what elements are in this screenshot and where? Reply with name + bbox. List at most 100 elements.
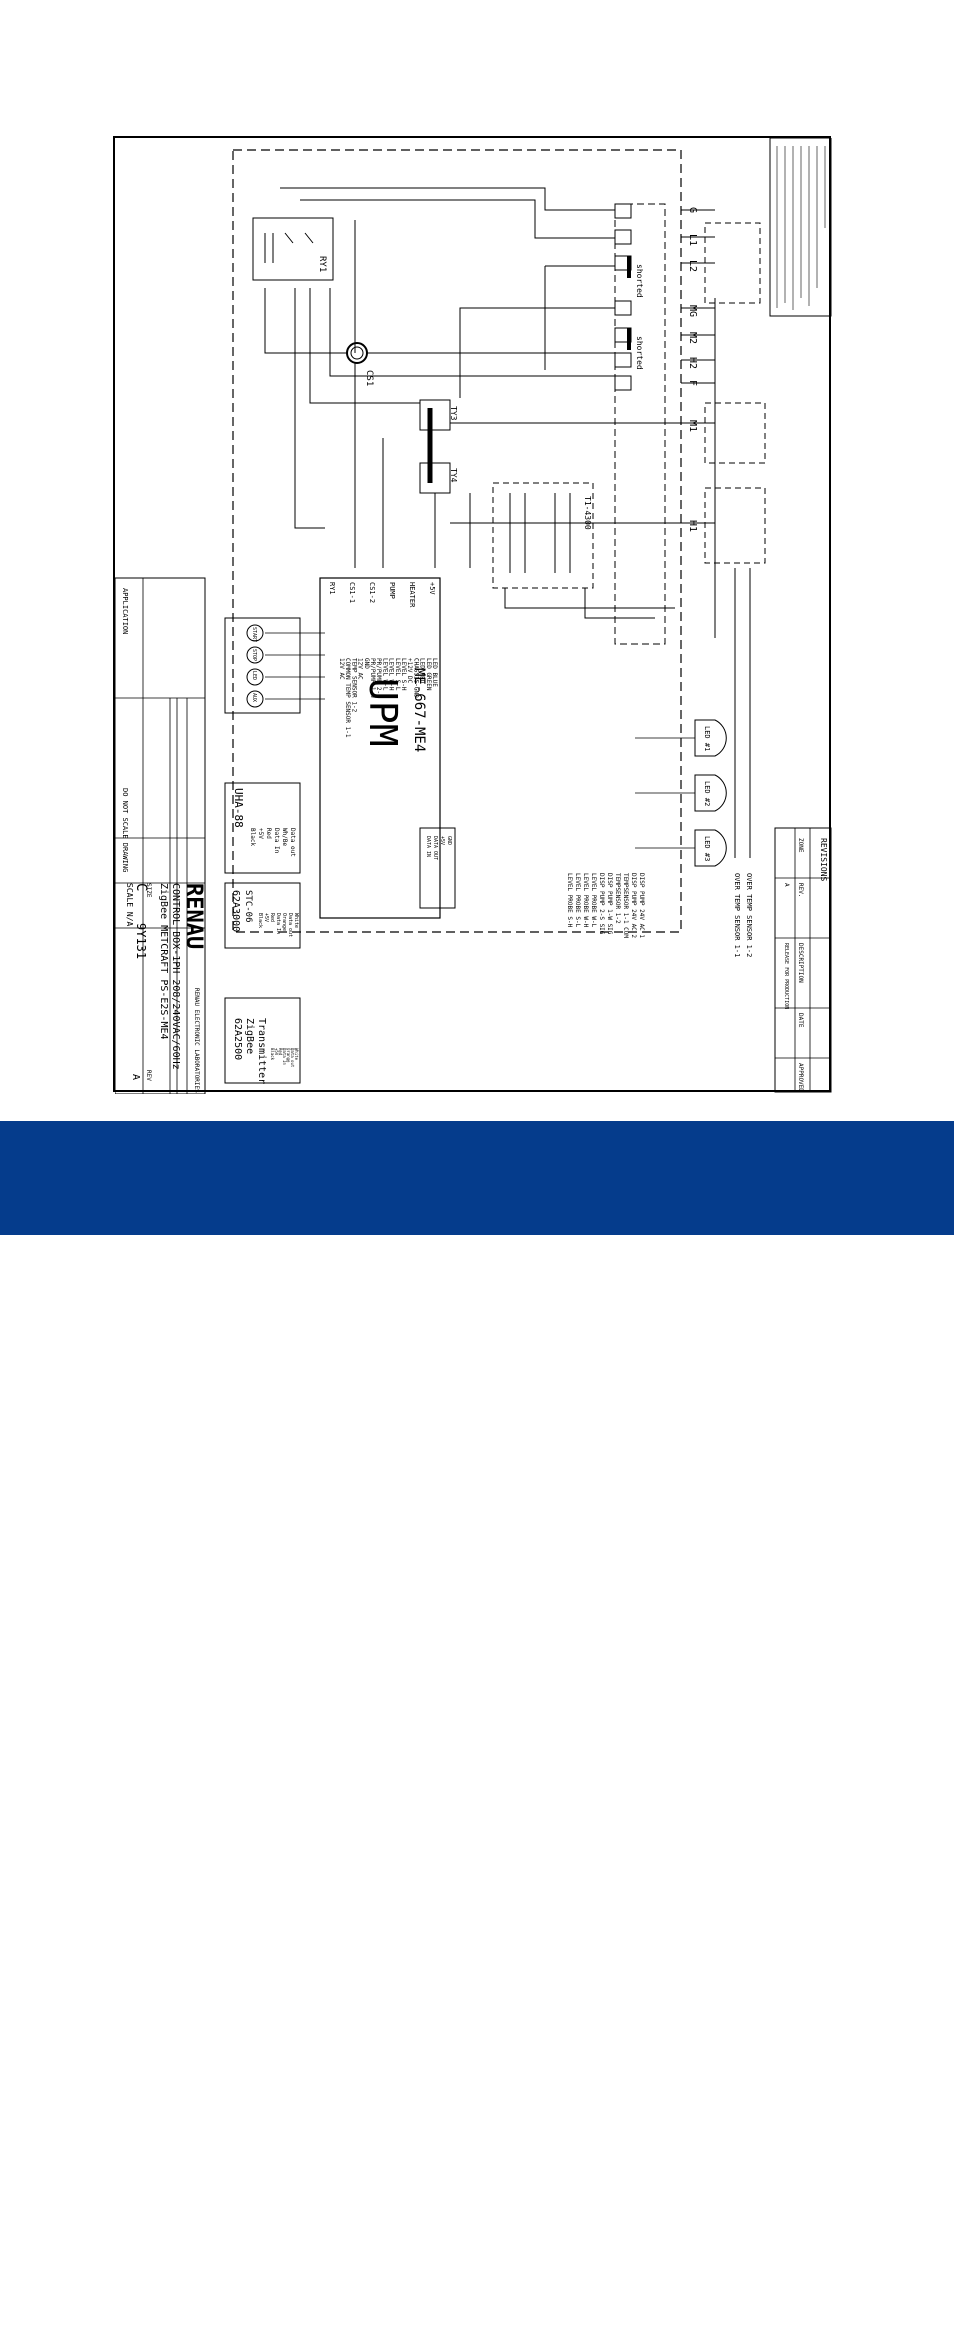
led-display-pin: +5V bbox=[263, 913, 269, 922]
led-label: LED #2 bbox=[703, 781, 711, 806]
led-display-name: STC-06 bbox=[243, 890, 253, 923]
data-pin: DATA IN bbox=[425, 836, 431, 857]
current-sensor-label: CS1 bbox=[364, 370, 374, 386]
upm-top-pin: CS1-2 bbox=[368, 582, 376, 603]
wires bbox=[264, 187, 751, 858]
uha88-pin: Data out bbox=[289, 828, 296, 857]
rev-header-approved: APPROVED bbox=[797, 1063, 804, 1092]
uha88-pin: Wh/Be bbox=[281, 828, 288, 846]
triac-ty4 bbox=[419, 462, 451, 494]
led-label: LED #3 bbox=[703, 836, 711, 861]
heater-outline bbox=[704, 487, 766, 564]
zigbee-pin: Data In bbox=[282, 1048, 287, 1065]
terminal-m1: M1 bbox=[687, 420, 698, 432]
led-label: LED #1 bbox=[703, 726, 711, 751]
rev-row-desc: RELEASE FOR PRODUCTION bbox=[783, 943, 789, 1009]
led-dome-icon bbox=[694, 774, 727, 812]
rev-header-desc: DESCRIPTION bbox=[797, 943, 804, 983]
external-termination: TEMPSENSOR 1-2 bbox=[614, 873, 621, 924]
terminal-l2: L2 bbox=[687, 260, 698, 272]
pushbutton-icon bbox=[246, 690, 264, 708]
pushbutton-label: AUX bbox=[251, 693, 257, 702]
zigbee-part: 62A2500 bbox=[232, 1018, 243, 1060]
terminal-l1: L1 bbox=[687, 234, 698, 246]
led-display-pin: Orange bbox=[281, 913, 287, 931]
zigbee-box bbox=[224, 997, 301, 1084]
shorted-note-l2: shorted bbox=[635, 264, 644, 298]
data-pin: +5V bbox=[439, 836, 445, 845]
wave-emblem-icon bbox=[604, 2293, 688, 2335]
control-box-outline bbox=[232, 149, 682, 933]
upm-side-pin: 12V AC bbox=[357, 658, 364, 680]
external-termination: TEMPSENSOR 1-1 COM bbox=[622, 873, 629, 938]
upm-side-pin: GND bbox=[363, 658, 370, 669]
external-termination: LEVEL PROBE W-H bbox=[582, 873, 589, 928]
schematic-sheet: RY1 CS1 TY3 TY4 T1-4300 shorted shorted bbox=[113, 136, 832, 1094]
wiring-diagram: RY1 CS1 TY3 TY4 T1-4300 shorted shorted bbox=[115, 138, 832, 1094]
rev-value: A bbox=[130, 1074, 141, 1080]
uha88-pin: Black bbox=[249, 828, 256, 846]
brand-footer: Power Soak ® bbox=[0, 1121, 954, 2335]
terminal-block bbox=[614, 203, 632, 391]
data-connector bbox=[419, 827, 456, 909]
led-display-pin: Red bbox=[269, 913, 275, 922]
led-display-part: 62A3000 bbox=[230, 890, 241, 932]
upm-title: UPM bbox=[361, 678, 405, 747]
registered-mark: ® bbox=[610, 2280, 619, 2294]
motor-outline bbox=[704, 402, 766, 464]
upm-side-pin: LEVEL W-H bbox=[388, 658, 395, 691]
upm-top-pin: RY1 bbox=[328, 582, 336, 595]
upm-side-pin: LED RED bbox=[419, 658, 426, 684]
upm-top-pin: CS1-1 bbox=[348, 582, 356, 603]
upm-top-pin: +5V bbox=[428, 582, 436, 595]
pushbutton-label: START bbox=[251, 627, 257, 642]
led-display-pin: White bbox=[293, 913, 299, 928]
uha88-pin: Red bbox=[265, 828, 272, 839]
zigbee-pin: Orange bbox=[286, 1048, 291, 1063]
led-display-box bbox=[224, 882, 301, 949]
upm-board bbox=[319, 577, 441, 919]
led-display-pin: Black bbox=[257, 913, 263, 928]
external-termination: LEVEL PROBE S-H bbox=[566, 873, 573, 928]
brand-name: Power Soak bbox=[274, 2277, 572, 2335]
zigbee-pin: Data out bbox=[290, 1048, 295, 1068]
data-pin: DATA OUT bbox=[432, 836, 438, 860]
upm-side-pin: +12V DC bbox=[406, 658, 413, 684]
zigbee-line2: Transmitter bbox=[256, 1018, 267, 1084]
upm-top-pin: HEATER bbox=[408, 582, 416, 608]
rev-label: REV bbox=[145, 1070, 152, 1081]
drawing-number: 9Y131 bbox=[134, 923, 148, 959]
upm-side-pin: CHASSIS-GND bbox=[412, 658, 419, 698]
drawing-title: CONTROL BOX-1PH 208/240VAC/60Hz bbox=[170, 883, 181, 1070]
upm-side-pin: LEVEL W-L bbox=[381, 658, 388, 691]
external-termination: DISP PUMP 24V AC 1 bbox=[638, 873, 645, 938]
over-temp-sensor: OVER TEMP SENSOR 1-1 bbox=[733, 873, 741, 957]
upm-side-pin: PR/PUMP 1-W bbox=[369, 658, 376, 698]
zigbee-line1: ZigBee bbox=[244, 1018, 255, 1054]
size-value: C bbox=[133, 883, 149, 891]
upm-side-pin: 12V AC bbox=[338, 658, 345, 680]
zigbee-pin: +5V bbox=[274, 1048, 279, 1056]
upm-side-pin: LED BLUE bbox=[431, 658, 438, 687]
terminal-h2: H2 bbox=[687, 357, 698, 369]
transformer-label: T1-4300 bbox=[583, 496, 592, 530]
current-sensor-cs1 bbox=[346, 342, 368, 364]
pushbutton-icon bbox=[246, 668, 264, 686]
upm-part-number: ME-667-ME4 bbox=[411, 668, 427, 752]
uha88-pin: Data In bbox=[273, 828, 280, 854]
transformer-t1 bbox=[492, 482, 594, 589]
led-dome-icon bbox=[694, 829, 727, 867]
upm-side-pin: LED GREEN bbox=[425, 658, 432, 691]
led-dome-icon bbox=[694, 719, 727, 757]
triac-ty3 bbox=[419, 399, 451, 431]
upm-side-pin: COMMON TEMP SENSOR 1-1 bbox=[344, 658, 351, 738]
notes-lines bbox=[776, 146, 826, 310]
